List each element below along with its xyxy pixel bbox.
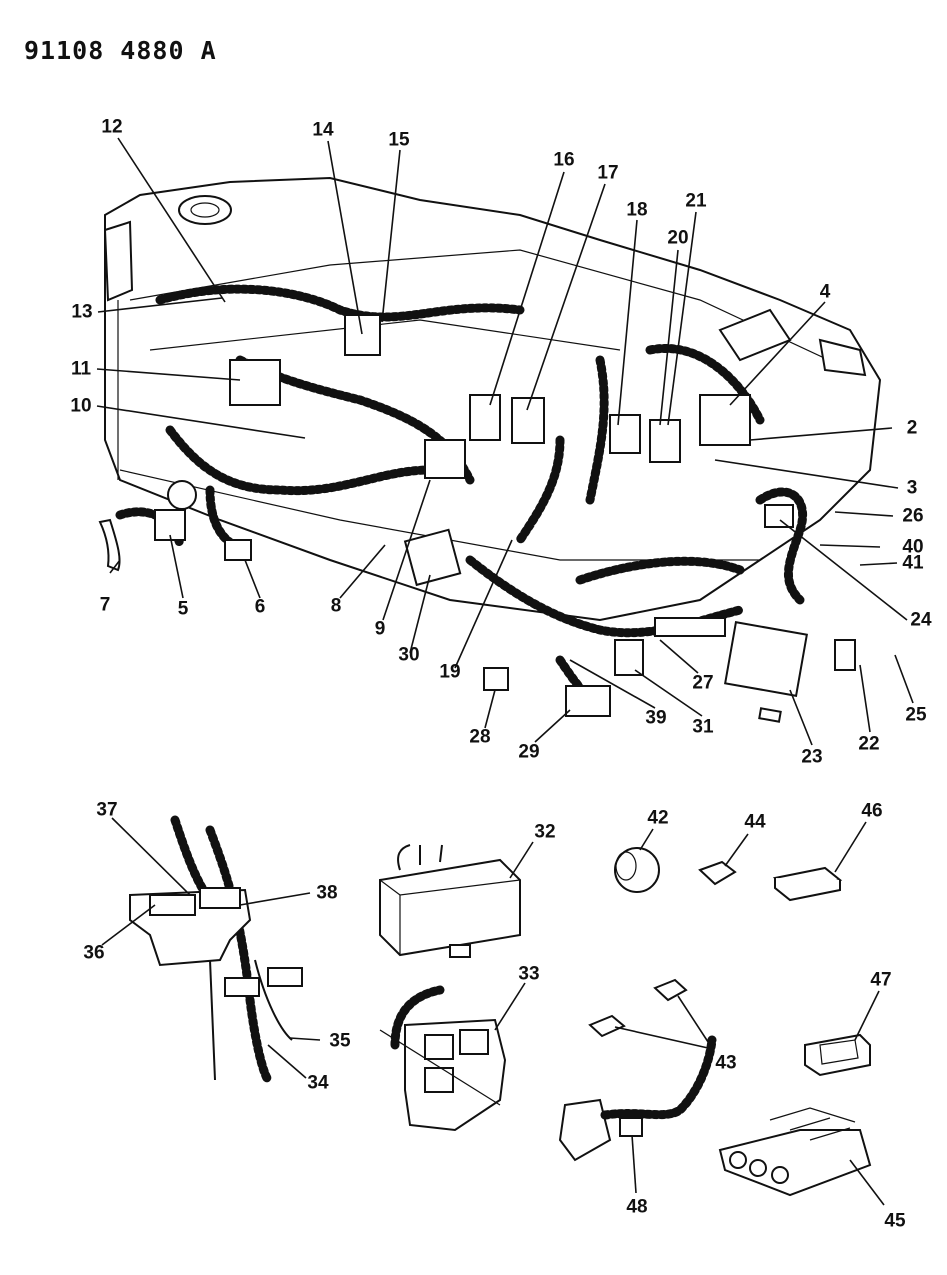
callout-30: 30 bbox=[398, 644, 420, 666]
callout-2: 2 bbox=[906, 417, 918, 439]
callout-45: 45 bbox=[884, 1210, 906, 1232]
callout-34: 34 bbox=[307, 1072, 329, 1094]
callout-4: 4 bbox=[819, 281, 831, 303]
callout-29: 29 bbox=[518, 741, 540, 763]
document-id: 91108 4880 A bbox=[24, 36, 217, 65]
callout-10: 10 bbox=[70, 395, 92, 417]
callout-32: 32 bbox=[534, 821, 556, 843]
callout-33: 33 bbox=[518, 963, 540, 985]
callout-36: 36 bbox=[83, 942, 105, 964]
callout-26: 26 bbox=[902, 505, 924, 527]
bracket-47 bbox=[804, 1033, 871, 1077]
callout-23: 23 bbox=[801, 746, 823, 768]
sockets-43 bbox=[588, 978, 688, 1038]
callout-37: 37 bbox=[96, 799, 118, 821]
callout-44: 44 bbox=[744, 811, 766, 833]
callout-43: 43 bbox=[715, 1052, 737, 1074]
instrument-panel-assembly bbox=[98, 176, 882, 723]
callout-22: 22 bbox=[858, 733, 880, 755]
callout-7: 7 bbox=[99, 594, 111, 616]
relay-block-33 bbox=[379, 985, 507, 1132]
harness-48 bbox=[558, 1035, 717, 1162]
callout-25: 25 bbox=[905, 704, 927, 726]
callout-14: 14 bbox=[312, 119, 334, 141]
callout-47: 47 bbox=[870, 969, 892, 991]
callout-13: 13 bbox=[71, 301, 93, 323]
callout-3: 3 bbox=[906, 477, 918, 499]
callout-17: 17 bbox=[597, 162, 619, 184]
callout-16: 16 bbox=[553, 149, 575, 171]
callout-19: 19 bbox=[439, 661, 461, 683]
cover-46 bbox=[772, 866, 843, 902]
callout-12: 12 bbox=[101, 116, 123, 138]
callout-15: 15 bbox=[388, 129, 410, 151]
callout-42: 42 bbox=[647, 807, 669, 829]
callout-9: 9 bbox=[374, 618, 386, 640]
callout-6: 6 bbox=[254, 596, 266, 618]
switch-panel-45 bbox=[718, 1107, 872, 1197]
bulb-42 bbox=[614, 847, 660, 893]
ignition-feed-harness bbox=[129, 815, 303, 1085]
callout-27: 27 bbox=[692, 672, 714, 694]
callout-38: 38 bbox=[316, 882, 338, 904]
callout-48: 48 bbox=[626, 1196, 648, 1218]
callout-46: 46 bbox=[861, 800, 883, 822]
module-32 bbox=[379, 844, 521, 958]
callout-31: 31 bbox=[692, 716, 714, 738]
leader-lines bbox=[96, 137, 914, 1206]
callout-24: 24 bbox=[910, 609, 932, 631]
callout-18: 18 bbox=[626, 199, 648, 221]
callout-41: 41 bbox=[902, 552, 924, 574]
socket-44 bbox=[698, 860, 737, 886]
callout-8: 8 bbox=[330, 595, 342, 617]
callout-39: 39 bbox=[645, 707, 667, 729]
callout-5: 5 bbox=[177, 598, 189, 620]
callout-11: 11 bbox=[70, 358, 92, 380]
callout-35: 35 bbox=[329, 1030, 351, 1052]
callout-21: 21 bbox=[685, 190, 707, 212]
callout-40: 40 bbox=[902, 536, 924, 558]
callout-20: 20 bbox=[667, 227, 689, 249]
callout-28: 28 bbox=[469, 726, 491, 748]
